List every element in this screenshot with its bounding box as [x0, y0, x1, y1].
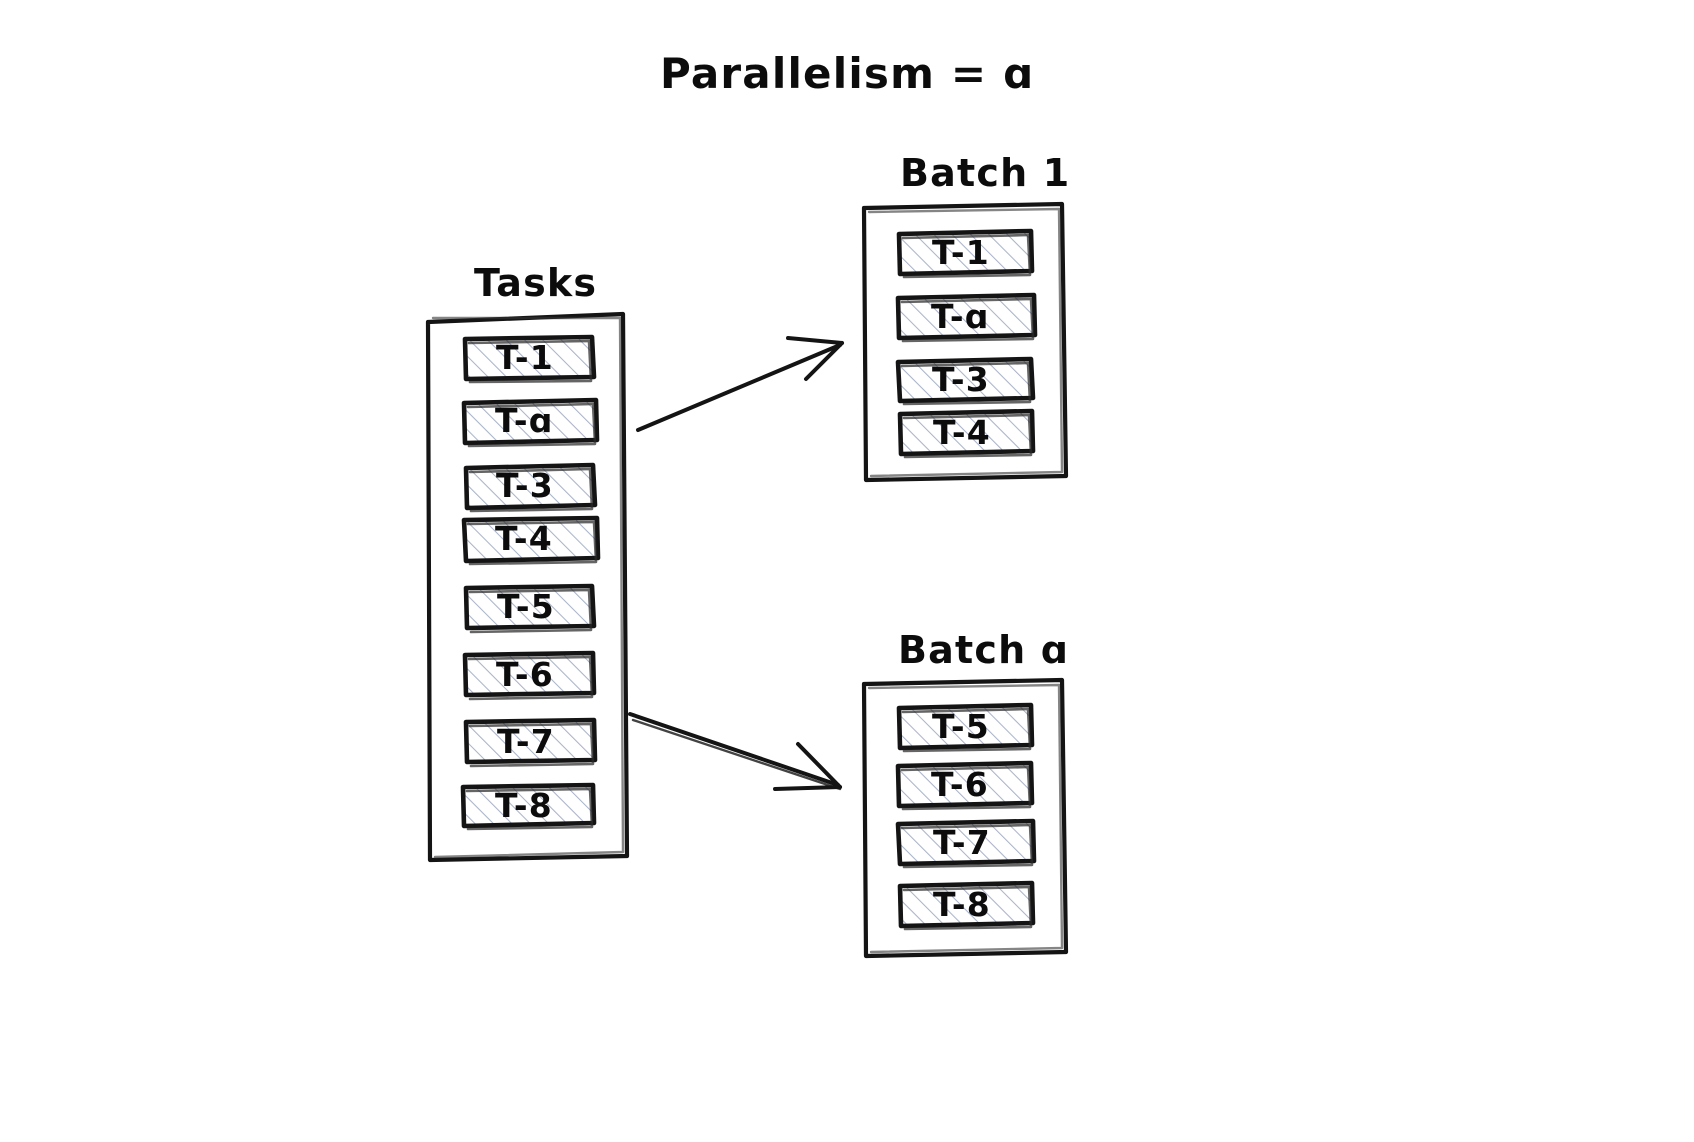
- batch-task-chip-label: T-6: [931, 765, 989, 804]
- task-chip[interactable]: T-ɑ: [461, 397, 600, 448]
- batch-group-1: Batch 1 T-1 T-ɑ T-3 T-4: [861, 151, 1070, 483]
- batch-group-2: Batch ɑ T-5 T-6 T-7 T-8: [861, 628, 1069, 959]
- task-chip-label: T-5: [497, 587, 555, 626]
- batch-task-chip-label: T-5: [932, 707, 990, 746]
- task-chip[interactable]: T-1: [462, 334, 597, 384]
- batch-task-chip-label: T-7: [933, 823, 991, 862]
- tasks-group: Tasks T-1 T-ɑ T-3 T-4: [425, 261, 630, 863]
- tasks-container-outline: [425, 311, 630, 863]
- tasks-to-batch-2-arrow: [628, 712, 842, 791]
- task-chip-label: T-4: [495, 519, 553, 558]
- diagram-title: Parallelism = ɑ: [660, 49, 1034, 98]
- batch-task-chip[interactable]: T-3: [895, 356, 1036, 406]
- batch-group-label: Batch 1: [900, 151, 1070, 195]
- tasks-to-batch-1-arrow: [636, 336, 844, 432]
- batch-task-chip[interactable]: T-8: [897, 880, 1036, 931]
- batch-container-outline: [861, 677, 1069, 959]
- task-chip[interactable]: T-4: [461, 515, 601, 566]
- batch-task-chip[interactable]: T-7: [895, 818, 1037, 869]
- task-chip[interactable]: T-5: [463, 583, 597, 634]
- batch-task-chip-label: T-3: [932, 360, 990, 399]
- batch-task-chip-label: T-ɑ: [931, 297, 990, 336]
- batch-task-chip-label: T-4: [933, 413, 991, 452]
- task-chip-label: T-ɑ: [495, 401, 554, 440]
- batch-task-chip-label: T-1: [932, 233, 990, 272]
- batch-task-chip[interactable]: T-4: [897, 408, 1036, 459]
- batch-task-chip[interactable]: T-5: [896, 702, 1035, 753]
- tasks-container-outline-ghost: [431, 316, 625, 859]
- batch-task-chip-label: T-8: [933, 885, 991, 924]
- tasks-group-label: Tasks: [474, 261, 597, 305]
- task-chip[interactable]: T-7: [463, 717, 598, 768]
- task-chip[interactable]: T-3: [463, 462, 598, 513]
- task-chip-label: T-1: [496, 338, 554, 377]
- batch-task-chip[interactable]: T-ɑ: [895, 292, 1038, 343]
- task-chip-label: T-8: [495, 786, 553, 825]
- task-chip-label: T-6: [496, 655, 554, 694]
- batch-task-chip[interactable]: T-6: [895, 760, 1035, 811]
- task-chip[interactable]: T-6: [462, 650, 597, 701]
- batch-container-outline: [861, 201, 1069, 483]
- task-chip[interactable]: T-8: [460, 782, 597, 831]
- batch-group-label: Batch ɑ: [898, 628, 1069, 672]
- task-chip-label: T-7: [497, 722, 555, 761]
- batch-task-chip[interactable]: T-1: [896, 228, 1035, 279]
- task-chip-label: T-3: [496, 466, 554, 505]
